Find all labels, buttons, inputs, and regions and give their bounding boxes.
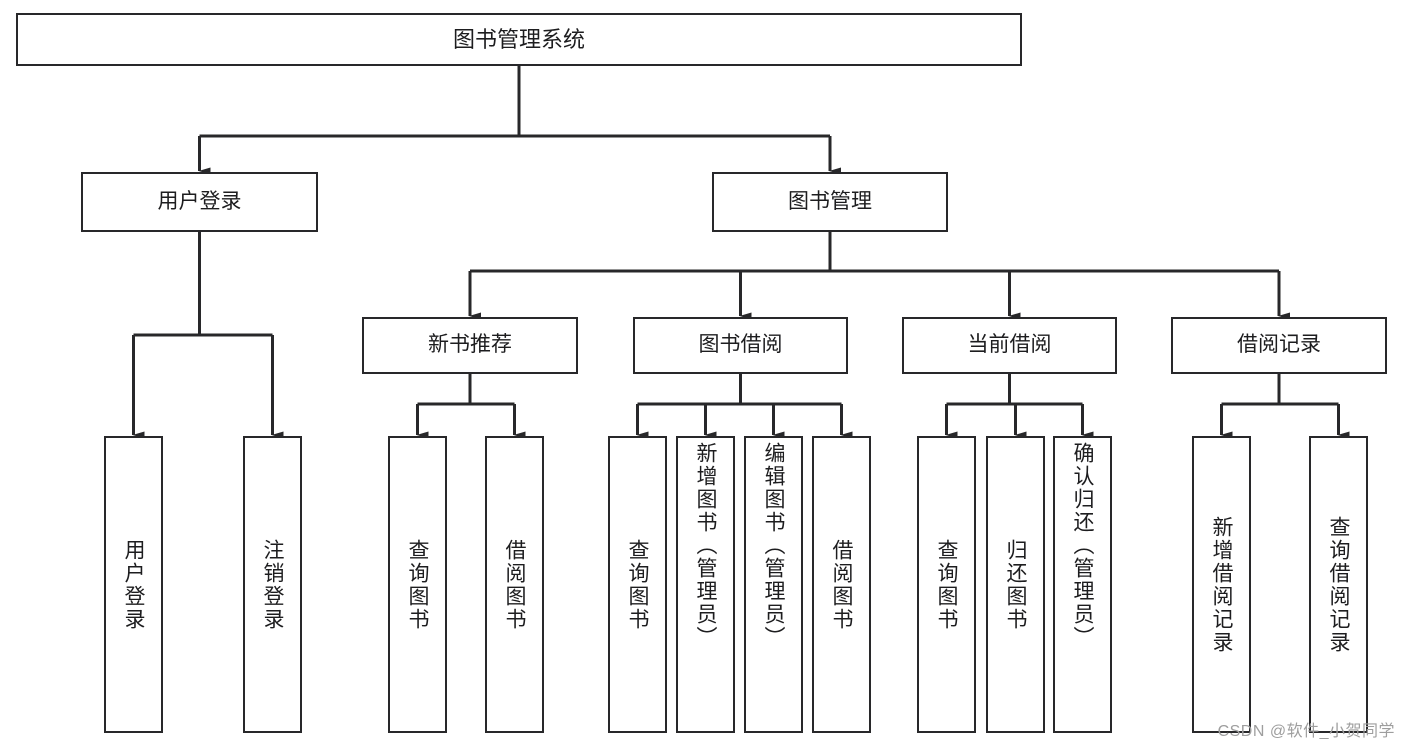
- node-label-leaf-query-book-1: 查询图书: [406, 538, 429, 631]
- node-leaf-query-record[interactable]: 查询借阅记录: [1309, 436, 1368, 733]
- node-label-leaf-user-login: 用户登录: [122, 538, 145, 631]
- node-label-current-borrow: 当前借阅: [967, 333, 1052, 357]
- node-label-leaf-query-record: 查询借阅记录: [1327, 515, 1350, 654]
- node-leaf-confirm-return[interactable]: 确认归还（管理员）: [1053, 436, 1112, 733]
- watermark-text: CSDN @软件_小贺同学: [1217, 723, 1395, 740]
- node-label-new-book-rec: 新书推荐: [428, 333, 512, 357]
- node-new-book-rec[interactable]: 新书推荐: [362, 317, 578, 374]
- node-leaf-add-record[interactable]: 新增借阅记录: [1192, 436, 1251, 733]
- node-label-leaf-query-book-3: 查询图书: [935, 538, 958, 631]
- node-label-root: 图书管理系统: [452, 26, 585, 52]
- node-user-login[interactable]: 用户登录: [81, 172, 318, 232]
- node-leaf-borrow-book-2[interactable]: 借阅图书: [812, 436, 871, 733]
- node-leaf-add-book[interactable]: 新增图书（管理员）: [676, 436, 735, 733]
- node-label-leaf-confirm-return: 确认归还（管理员）: [1071, 442, 1094, 649]
- node-leaf-user-login[interactable]: 用户登录: [104, 436, 163, 733]
- node-root[interactable]: 图书管理系统: [16, 13, 1022, 66]
- node-leaf-edit-book[interactable]: 编辑图书（管理员）: [744, 436, 803, 733]
- node-leaf-logout[interactable]: 注销登录: [243, 436, 302, 733]
- node-label-leaf-borrow-book-1: 借阅图书: [503, 538, 526, 631]
- node-label-leaf-query-book-2: 查询图书: [626, 538, 649, 631]
- node-current-borrow[interactable]: 当前借阅: [902, 317, 1117, 374]
- node-label-leaf-add-record: 新增借阅记录: [1210, 515, 1233, 654]
- node-label-borrow-record: 借阅记录: [1237, 333, 1321, 357]
- node-label-book-borrow: 图书借阅: [698, 333, 783, 357]
- node-borrow-record[interactable]: 借阅记录: [1171, 317, 1387, 374]
- node-label-leaf-return-book: 归还图书: [1004, 538, 1027, 631]
- node-label-leaf-edit-book: 编辑图书（管理员）: [762, 442, 785, 649]
- node-book-borrow[interactable]: 图书借阅: [633, 317, 848, 374]
- node-leaf-query-book-3[interactable]: 查询图书: [917, 436, 976, 733]
- node-label-leaf-add-book: 新增图书（管理员）: [694, 442, 717, 649]
- node-leaf-query-book-1[interactable]: 查询图书: [388, 436, 447, 733]
- node-leaf-return-book[interactable]: 归还图书: [986, 436, 1045, 733]
- node-label-leaf-logout: 注销登录: [261, 538, 284, 631]
- node-leaf-borrow-book-1[interactable]: 借阅图书: [485, 436, 544, 733]
- node-leaf-query-book-2[interactable]: 查询图书: [608, 436, 667, 733]
- node-label-leaf-borrow-book-2: 借阅图书: [830, 538, 853, 631]
- node-label-user-login: 用户登录: [157, 189, 242, 213]
- node-book-manage[interactable]: 图书管理: [712, 172, 948, 232]
- node-label-book-manage: 图书管理: [788, 189, 872, 213]
